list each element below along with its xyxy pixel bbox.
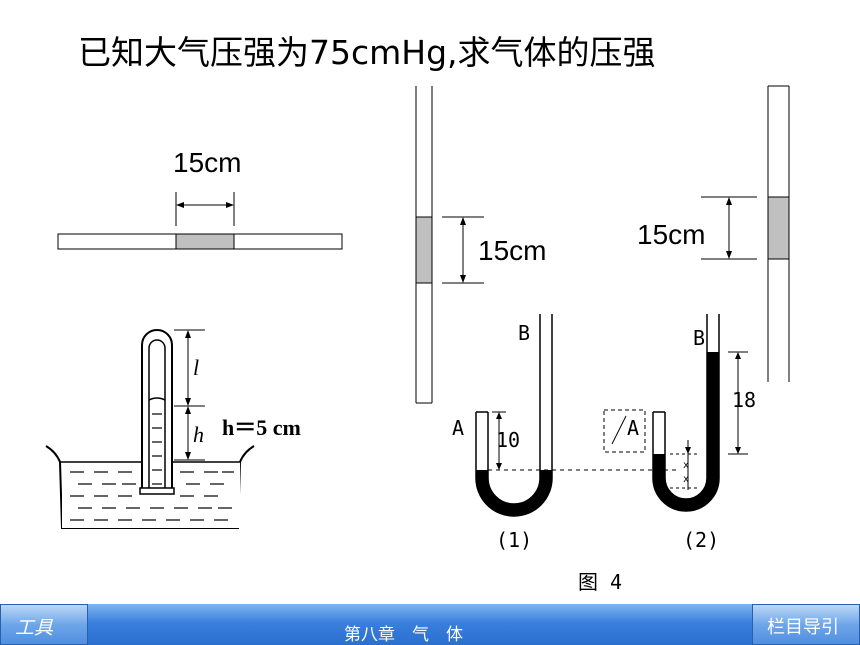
mercury-column	[415, 216, 433, 284]
tools-button[interactable]: 工具	[0, 604, 88, 645]
length-h-label: h	[193, 422, 204, 447]
u-tube-1-caption: (1)	[496, 528, 533, 552]
u-tube-diagrams: x x	[475, 314, 748, 517]
slide-title: 已知大气压强为75cmHg,求气体的压强	[78, 33, 656, 72]
mercury-column	[175, 233, 235, 250]
h-value-label: h＝5 cm	[222, 415, 301, 440]
u-tube-2-value-18: 18	[732, 388, 757, 412]
vertical-tube-diagram-2	[701, 85, 790, 382]
length-l-label: l	[193, 355, 200, 380]
tools-button-label: 工具	[15, 617, 54, 639]
section-nav-button[interactable]: 栏目导引	[752, 604, 860, 645]
u-tube-2-caption: (2)	[683, 528, 720, 552]
horizontal-tube-length-label: 15cm	[173, 147, 242, 178]
inverted-tube-trough-diagram	[45, 329, 255, 529]
mercury-column	[767, 196, 790, 260]
vertical-tube-1-length-label: 15cm	[478, 235, 547, 266]
u-tube-2-label-b: B	[693, 326, 706, 350]
u-tube-1-label-a: A	[452, 416, 465, 440]
svg-text:x: x	[683, 474, 689, 485]
u-tube-1-label-b: B	[518, 321, 531, 345]
figure-caption: 图 4	[578, 570, 623, 594]
vertical-tube-2-length-label: 15cm	[637, 219, 706, 250]
horizontal-tube-diagram	[57, 192, 343, 250]
section-nav-label: 栏目导引	[767, 617, 839, 638]
vertical-tube-diagram-1	[415, 86, 484, 404]
footer-bar: 工具 第八章 气 体 栏目导引	[0, 604, 860, 645]
chapter-title: 第八章 气 体	[344, 625, 463, 645]
u-tube-2-label-a: A	[627, 416, 640, 440]
svg-text:x: x	[683, 460, 689, 471]
u-tube-1-value-10: 10	[496, 428, 521, 452]
